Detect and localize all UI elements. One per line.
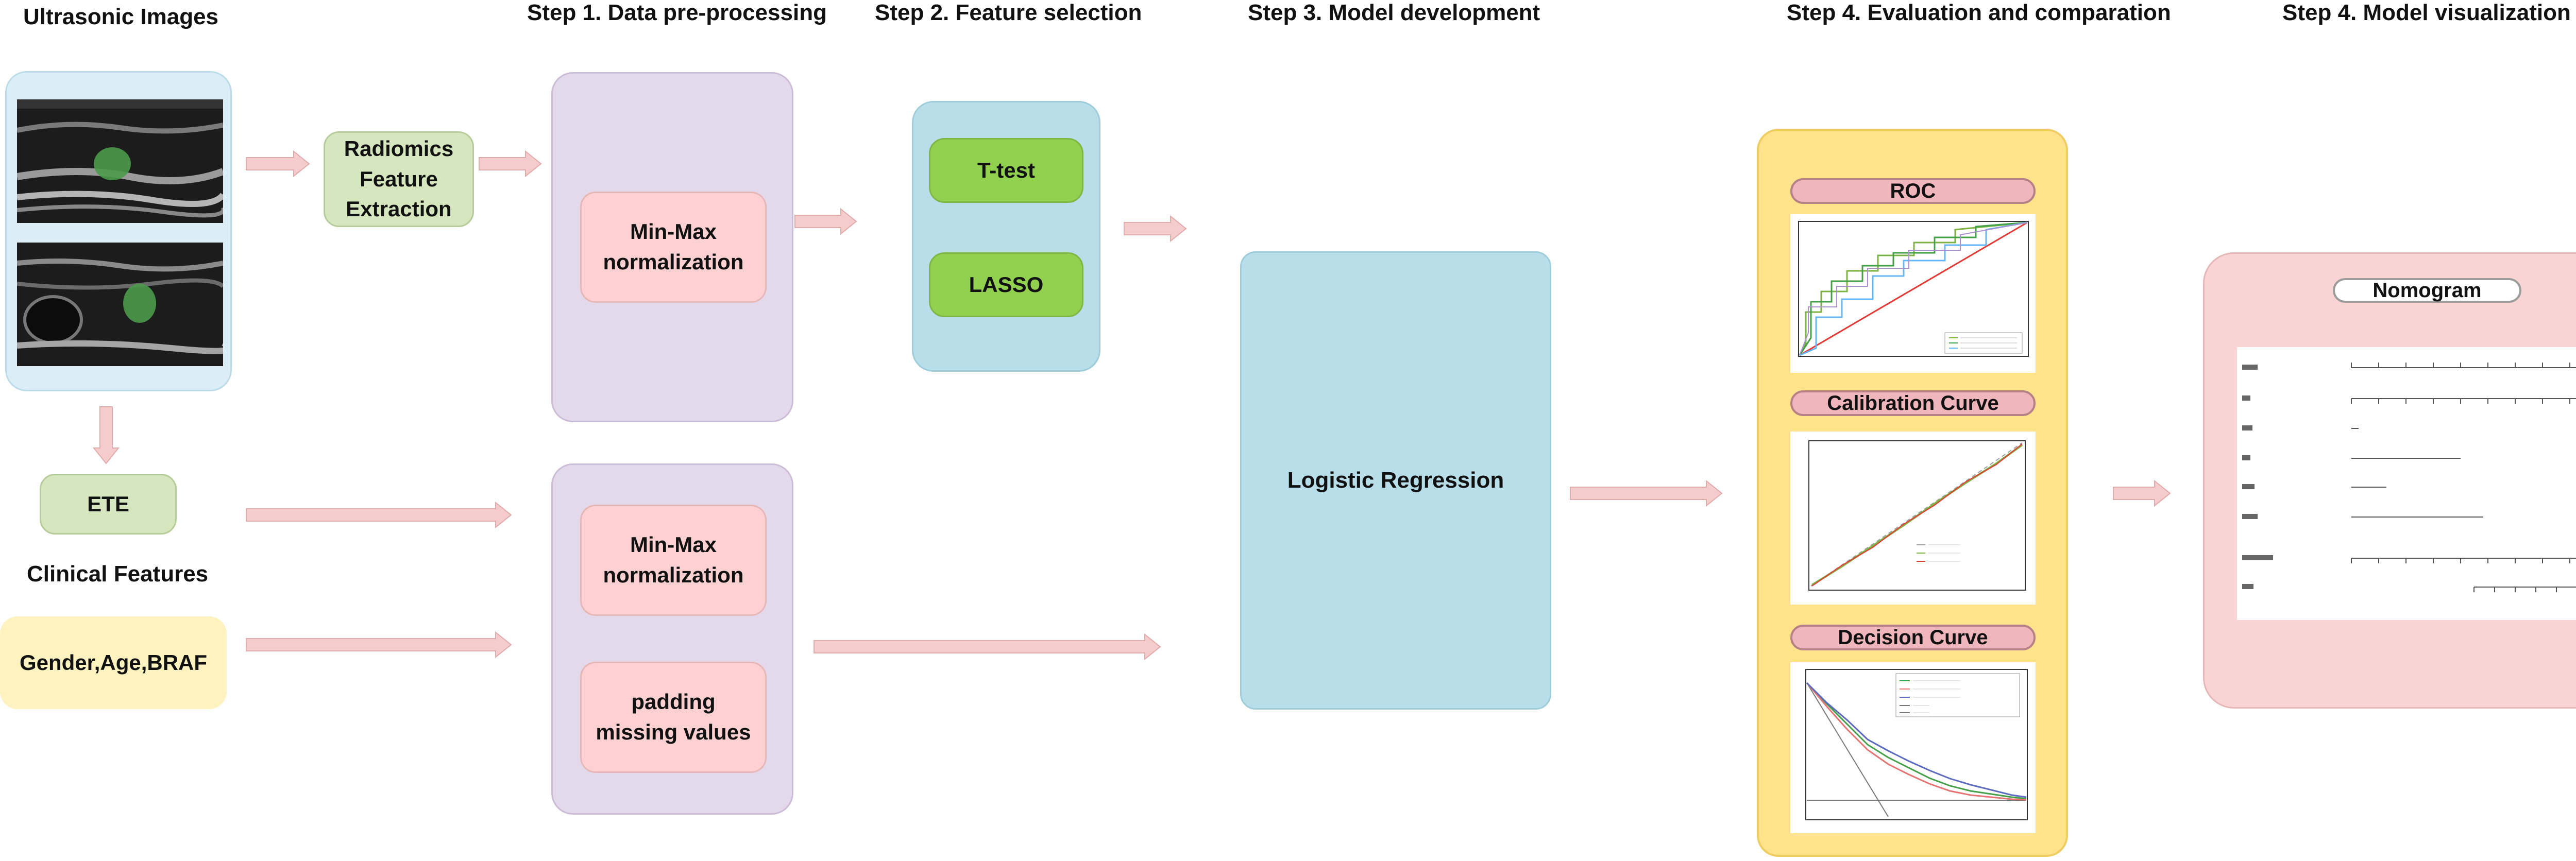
gender-age-braf-node: Gender,Age,BRAF [0, 616, 227, 709]
decision-curve-label: Decision Curve [1790, 625, 2036, 650]
heading-step1: Step 1. Data pre-processing [527, 0, 827, 25]
nomogram-plot [2237, 347, 2576, 620]
decision-curve-plot [1790, 662, 2036, 833]
radiomics-feature-extraction-node: Radiomics Feature Extraction [324, 131, 474, 227]
heading-step3: Step 3. Model development [1248, 0, 1540, 25]
ultrasound-image-panel [5, 71, 233, 391]
arrow-ultrasound-to-radiomics [246, 150, 310, 178]
minmax-normalization-node-top: Min-Max normalization [580, 192, 767, 303]
heading-clinical-features: Clinical Features [27, 561, 209, 587]
heading-ultrasonic-images: Ultrasonic Images [23, 4, 219, 29]
arrow-minmax-to-feature-selection [794, 208, 857, 235]
minmax-normalization-node-bottom: Min-Max normalization [580, 505, 767, 616]
arrow-ete-to-preprocess [246, 501, 512, 529]
ultrasound-image-1 [16, 99, 226, 223]
arrow-evaluation-to-nomogram [2113, 479, 2171, 507]
nomogram-label: Nomogram [2333, 278, 2521, 303]
padding-missing-values-node: padding missing values [580, 662, 767, 773]
roc-label: ROC [1790, 178, 2036, 204]
roc-plot [1790, 214, 2036, 373]
arrow-radiomics-to-minmax [479, 150, 542, 178]
arrow-preprocess-to-model [814, 633, 1161, 661]
logistic-regression-panel: Logistic Regression [1240, 251, 1551, 710]
calibration-curve-label: Calibration Curve [1790, 390, 2036, 416]
heading-step2: Step 2. Feature selection [875, 0, 1142, 25]
arrow-model-to-evaluation [1570, 479, 1723, 507]
ete-node: ETE [40, 474, 177, 535]
arrow-clinical-to-preprocess [246, 631, 512, 659]
arrow-feature-selection-to-model [1124, 215, 1187, 243]
t-test-node: T-test [929, 138, 1083, 203]
calibration-curve-plot [1790, 432, 2036, 605]
ultrasound-image-2 [16, 243, 233, 366]
heading-step4-visualization: Step 4. Model visualization [2282, 0, 2571, 25]
arrow-ultrasound-to-ete [92, 406, 120, 464]
heading-step4-evaluation: Step 4. Evaluation and comparation [1787, 0, 2171, 25]
lasso-node: LASSO [929, 252, 1083, 317]
